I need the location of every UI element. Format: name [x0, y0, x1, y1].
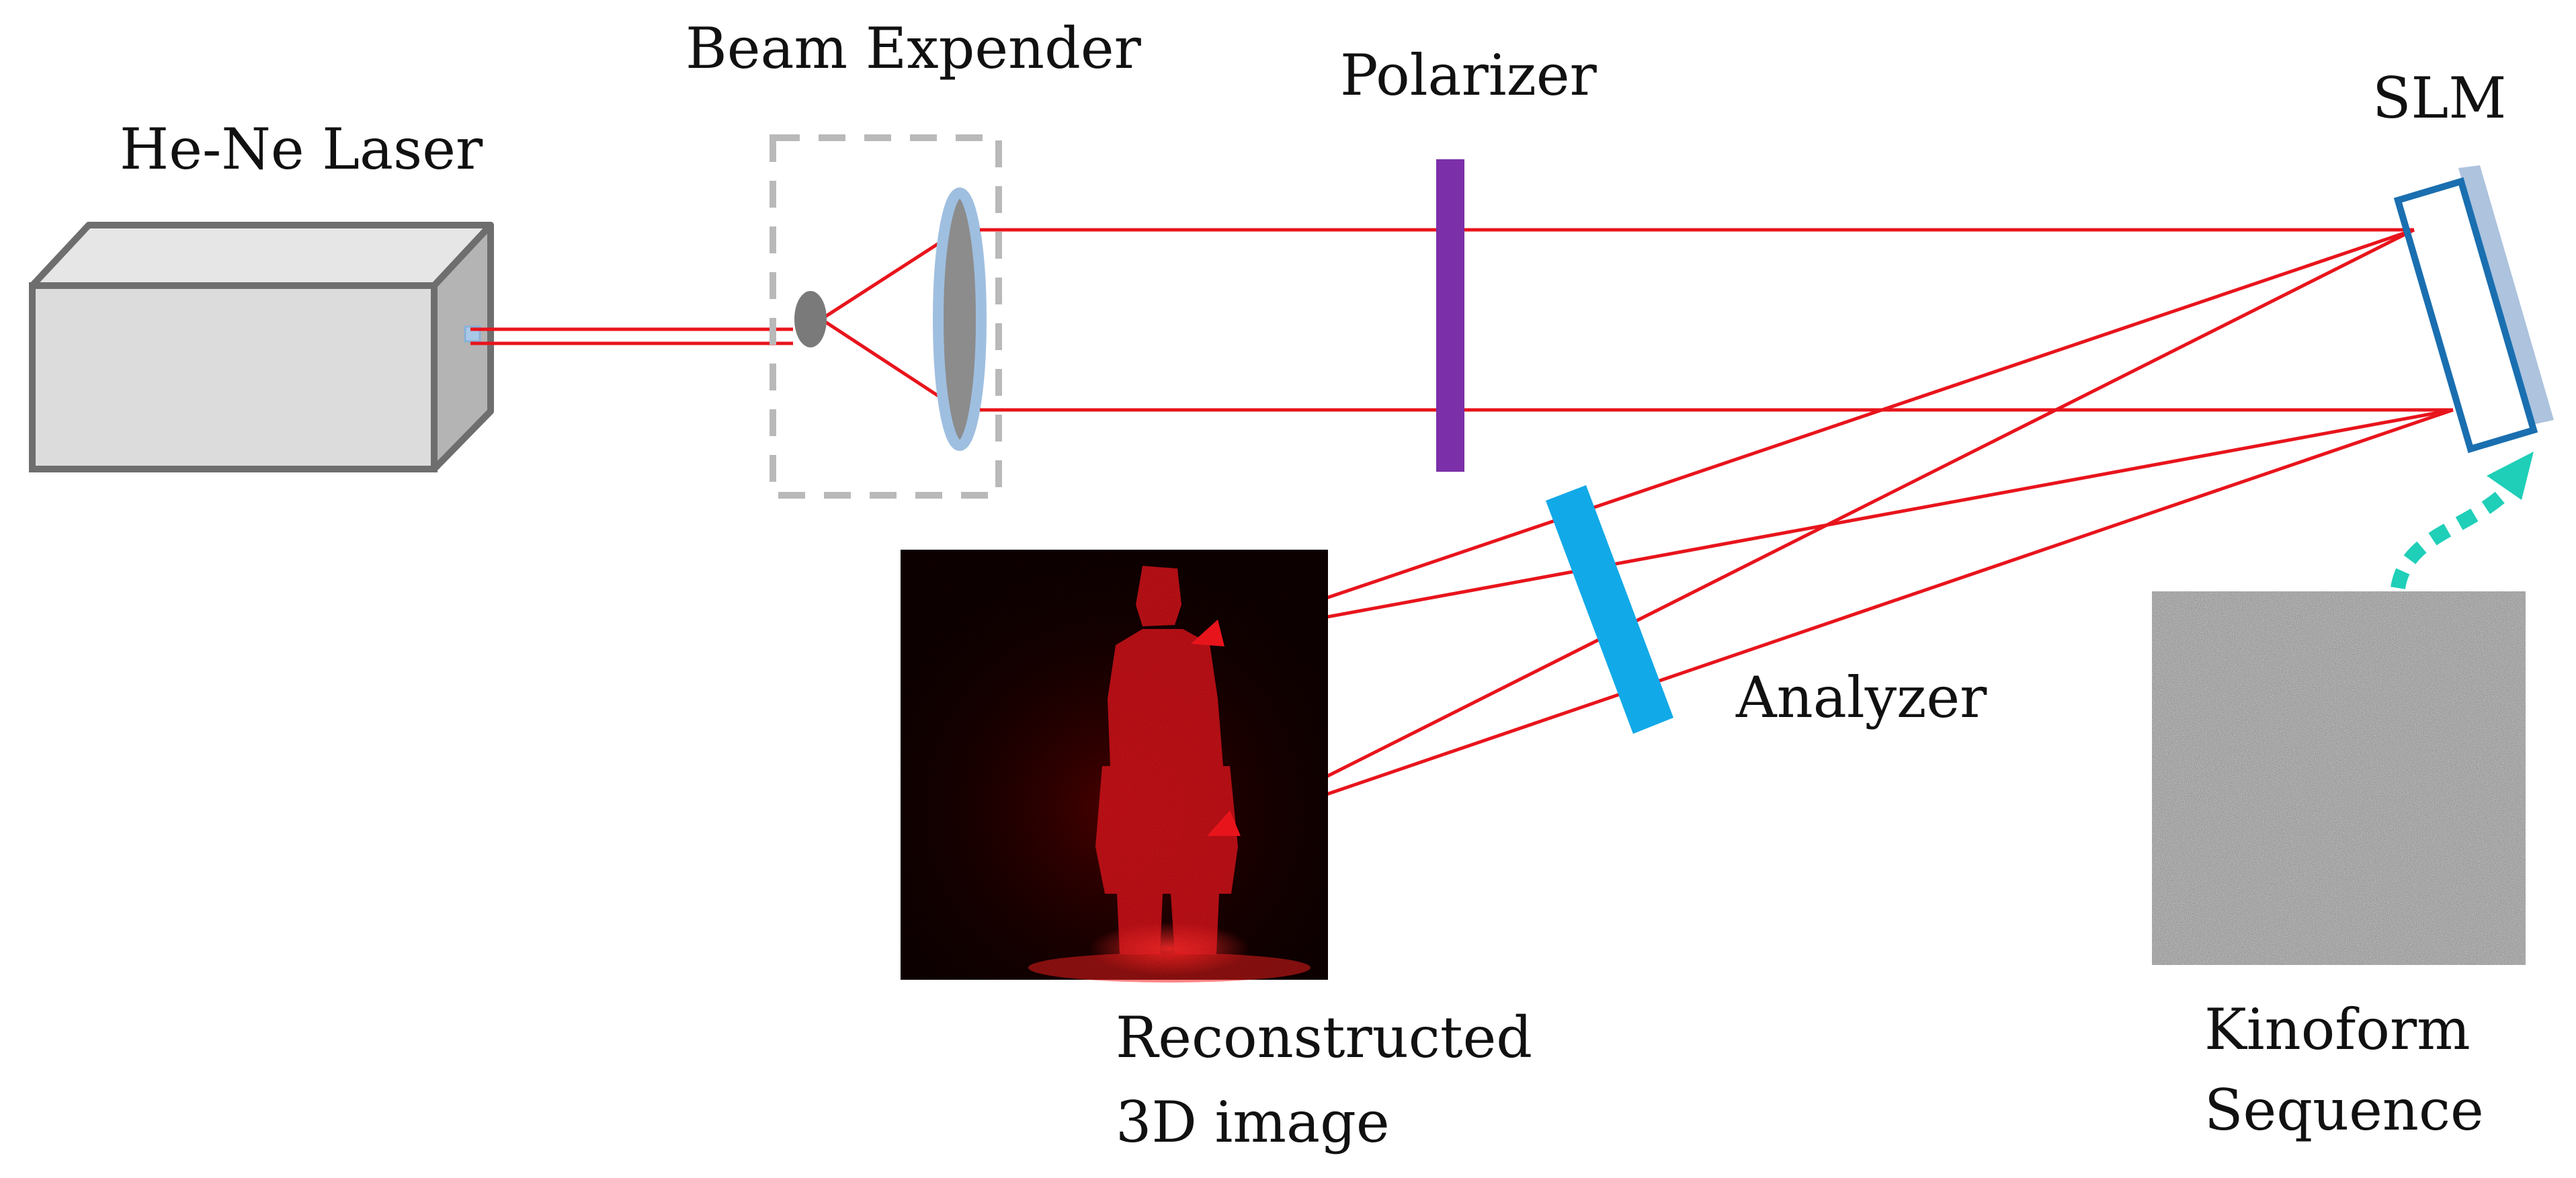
laser-label: He-Ne Laser [120, 116, 483, 182]
analyzer-label: Analyzer [1736, 665, 1987, 730]
polarizer-plate [1436, 159, 1464, 472]
laser-front-face [29, 282, 438, 472]
kinoform-label-line1: Kinoform [2204, 997, 2470, 1062]
reconstructed-label-line1: Reconstructed [1116, 1005, 1533, 1070]
laser-top-face [29, 222, 494, 289]
arrowhead-upper [1191, 620, 1224, 646]
kinoform-label-line2: Sequence [2204, 1077, 2484, 1143]
analyzer-plate [1546, 485, 1673, 734]
slm-label: SLM [2372, 65, 2507, 131]
kinoform-to-slm-arrow [2391, 452, 2534, 590]
arrowheads [1191, 620, 1241, 836]
kinoform-sequence [2152, 591, 2526, 965]
beam-expander-box [770, 134, 1002, 499]
input-beam [470, 327, 793, 345]
pinhole-lens [794, 291, 827, 347]
dotted-arrow-head [2487, 452, 2534, 500]
collimating-lens [933, 187, 987, 451]
reflected-beams [1202, 228, 2454, 834]
expanding-cone [820, 228, 961, 412]
slm-frame [2393, 177, 2538, 454]
polarizer-label: Polarizer [1340, 42, 1597, 108]
reconstructed-image [901, 550, 1328, 982]
arrowhead-lower [1207, 810, 1241, 836]
reconstructed-label-line2: 3D image [1116, 1089, 1390, 1155]
slm [2393, 165, 2554, 454]
he-ne-laser [29, 222, 494, 472]
kinoform-noise [2152, 591, 2526, 965]
collimated-beam [980, 228, 2453, 412]
slm-glass [2458, 165, 2554, 425]
beam-expander-label: Beam Expender [685, 15, 1141, 81]
